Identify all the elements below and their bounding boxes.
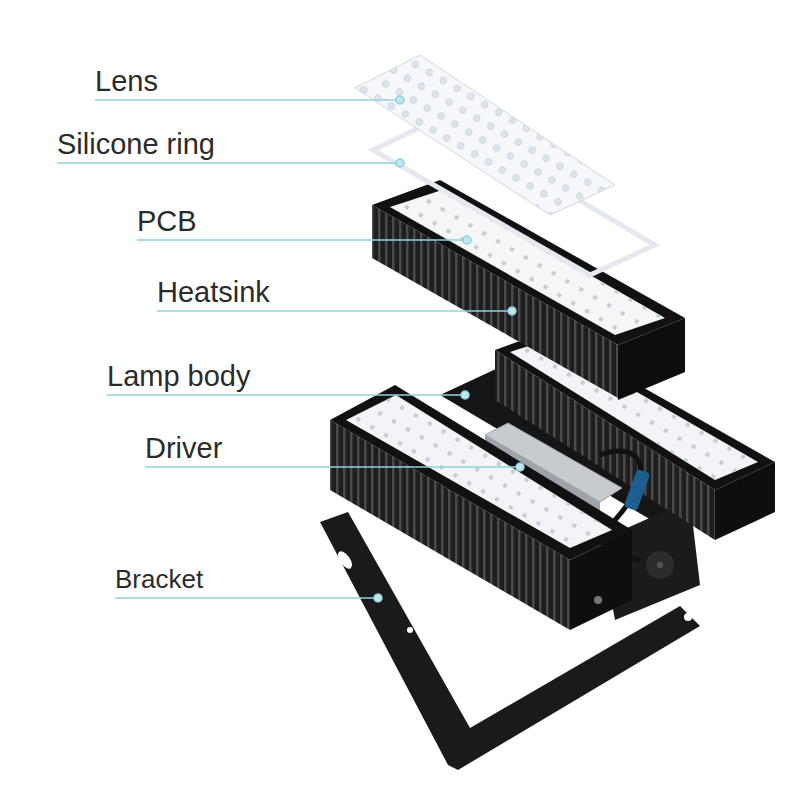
leader-lines bbox=[57, 96, 524, 602]
heatsink-module bbox=[372, 180, 685, 400]
part-label: Driver bbox=[145, 432, 222, 464]
part-label: PCB bbox=[137, 205, 197, 237]
part-label: Lens bbox=[95, 65, 158, 97]
part-label: Lamp body bbox=[107, 360, 251, 392]
lens bbox=[355, 55, 615, 215]
part-label: Silicone ring bbox=[57, 128, 215, 160]
part-label: Heatsink bbox=[157, 276, 270, 308]
bracket bbox=[320, 512, 700, 770]
part-label: Bracket bbox=[115, 563, 203, 595]
